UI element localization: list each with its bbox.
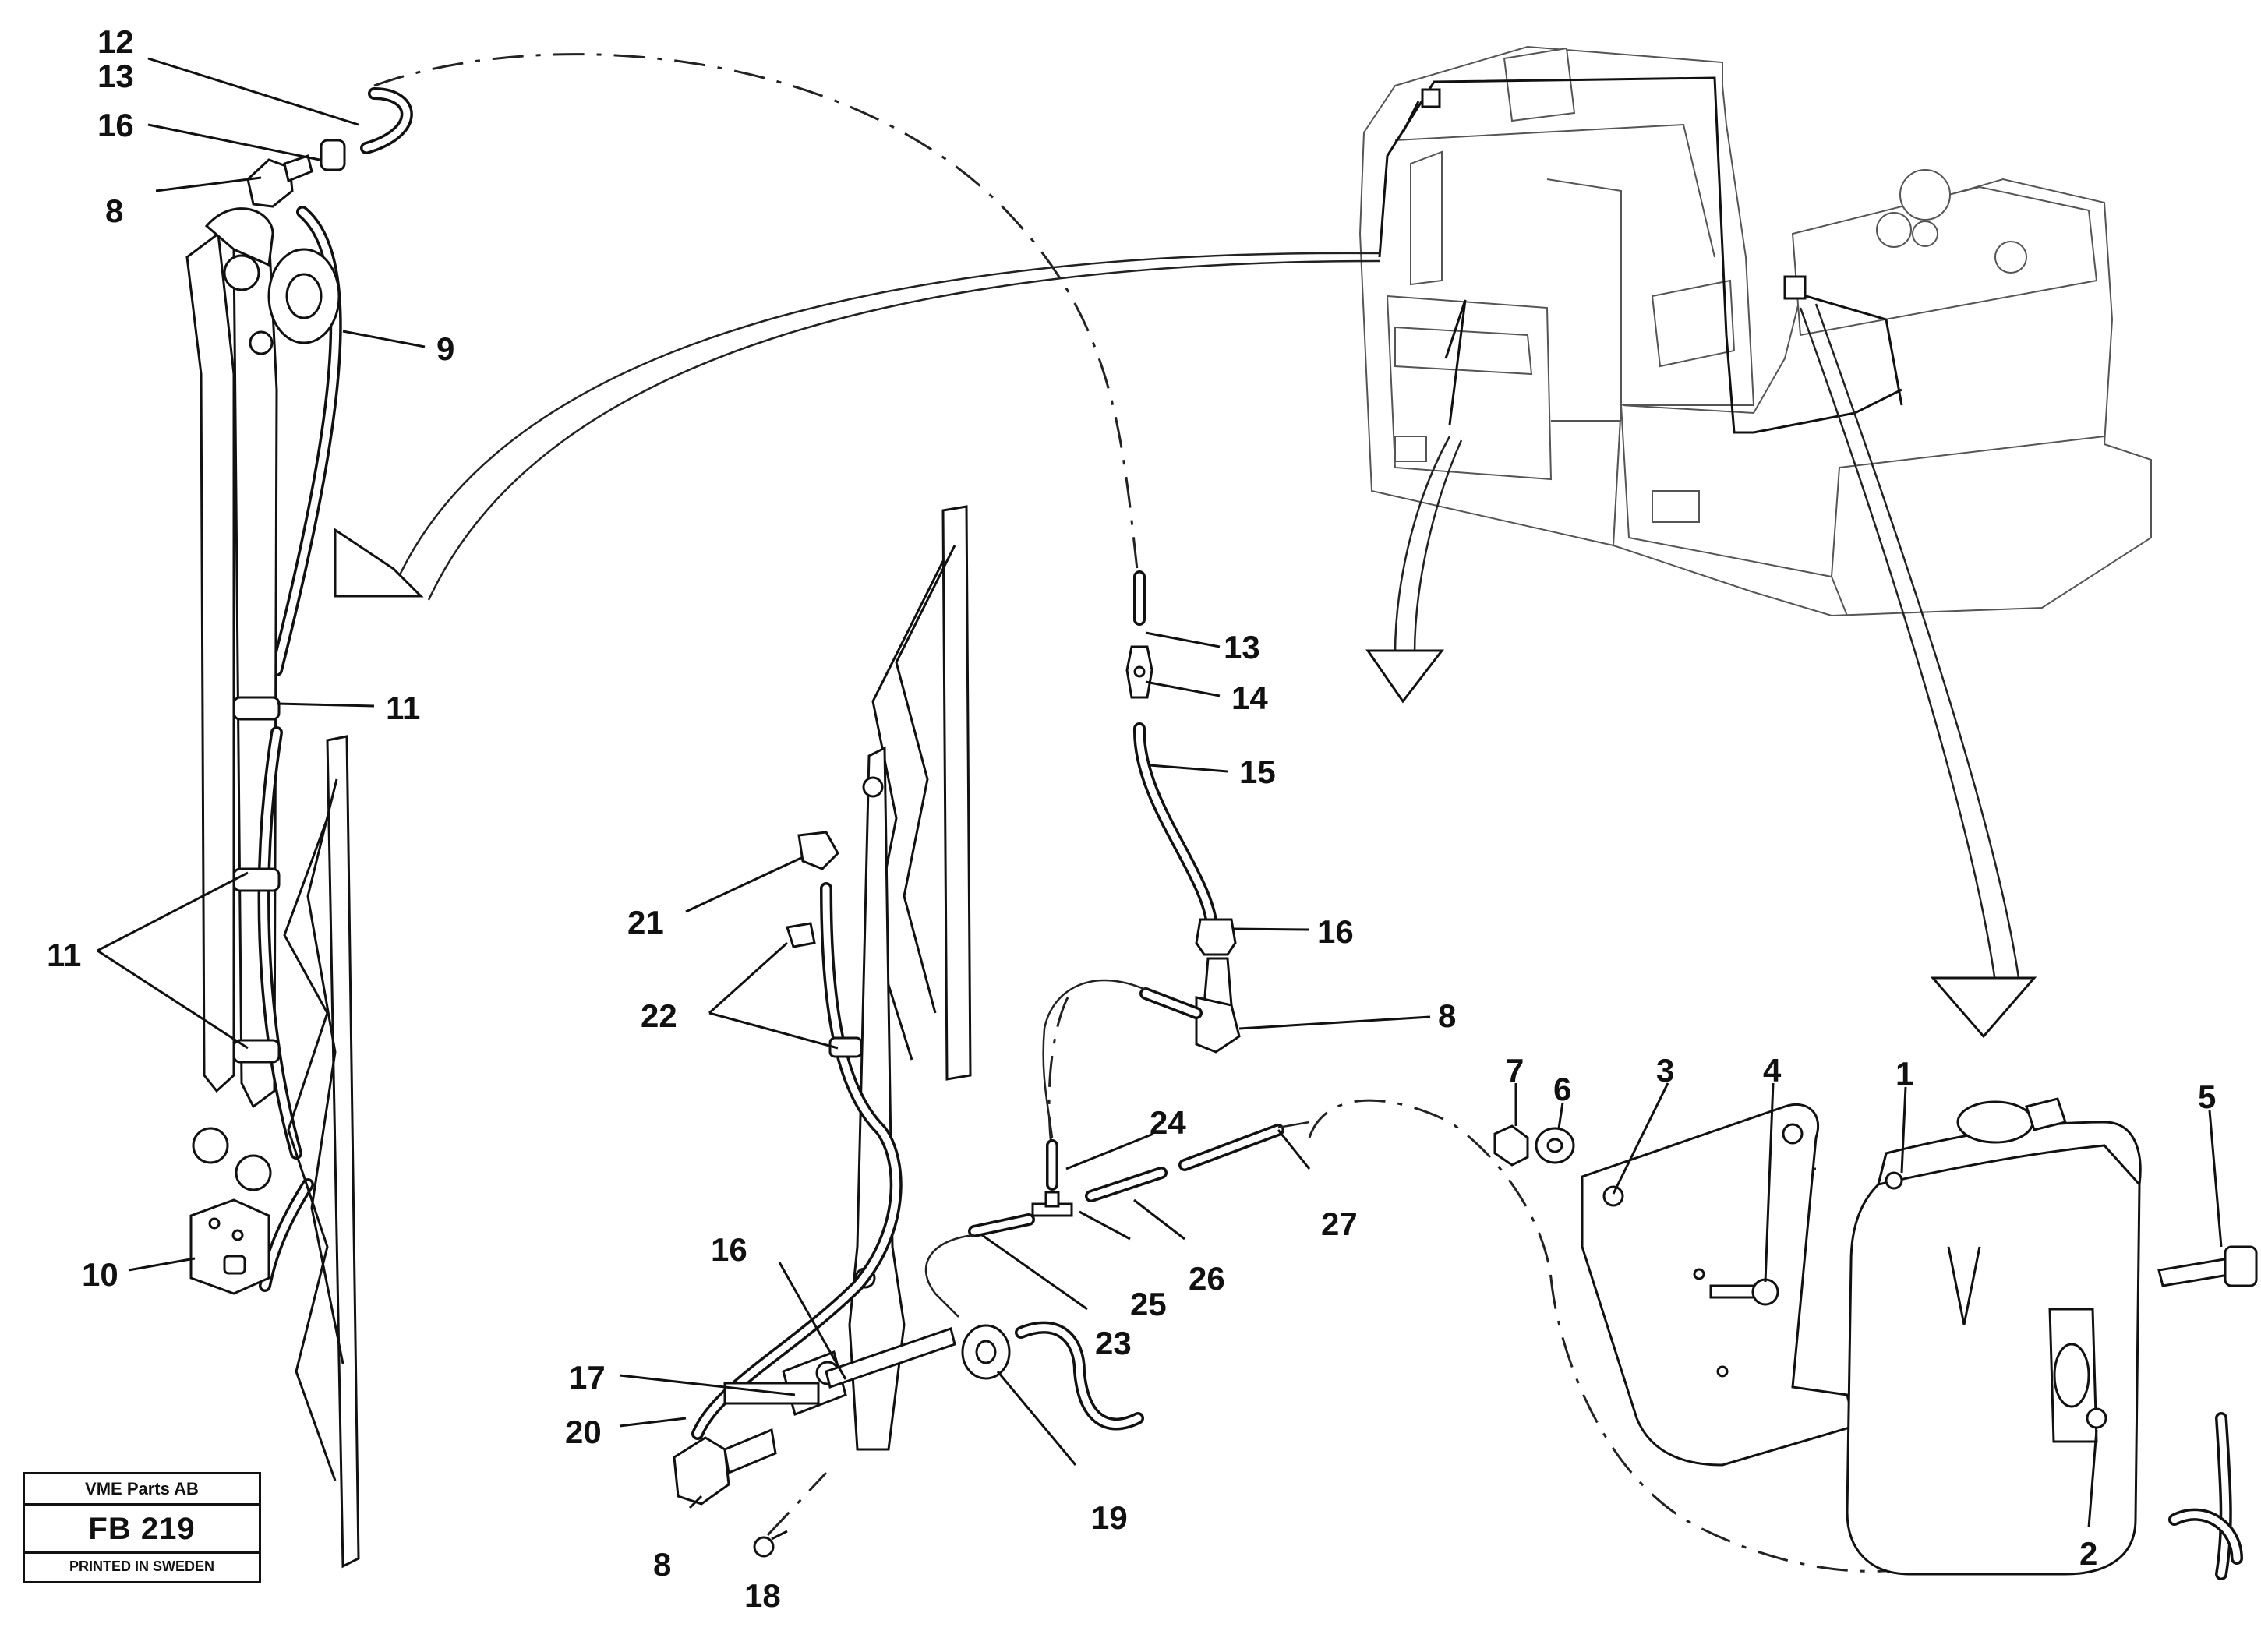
- callout-14: 14: [1231, 680, 1268, 716]
- callout-12: 12: [97, 23, 134, 60]
- callout-16: 16: [97, 107, 134, 143]
- callout-leader-lines: [97, 57, 2223, 1528]
- callout-8: 8: [105, 192, 123, 229]
- callout-18: 18: [744, 1577, 781, 1614]
- callout-15: 15: [1239, 754, 1276, 790]
- callout-7: 7: [1506, 1052, 1524, 1089]
- callout-19: 19: [1091, 1499, 1128, 1536]
- callout-8: 8: [1438, 997, 1456, 1034]
- callout-20: 20: [565, 1414, 602, 1450]
- callout-16: 16: [1317, 913, 1354, 950]
- callout-4: 4: [1763, 1052, 1782, 1089]
- callout-17: 17: [569, 1359, 606, 1396]
- callout-13: 13: [1224, 629, 1260, 665]
- callout-22: 22: [641, 997, 677, 1034]
- callout-1: 1: [1895, 1055, 1913, 1092]
- callout-labels: 12 13 16 8 9 11 11 10 13 14 15 16 8 21 2…: [47, 23, 2216, 1614]
- callout-2: 2: [2079, 1535, 2097, 1572]
- stamp-company: VME Parts AB: [25, 1474, 259, 1506]
- callout-21: 21: [627, 904, 664, 941]
- parts-stamp: VME Parts AB FB 219 PRINTED IN SWEDEN: [23, 1472, 261, 1583]
- callout-16: 16: [711, 1231, 747, 1268]
- center-hose-line: [924, 570, 1310, 1318]
- callout-27: 27: [1321, 1205, 1358, 1242]
- callout-3: 3: [1656, 1052, 1674, 1089]
- callout-11: 11: [386, 690, 420, 726]
- callout-26: 26: [1189, 1260, 1225, 1297]
- callout-23: 23: [1095, 1325, 1132, 1361]
- callout-11: 11: [47, 937, 81, 973]
- callout-25: 25: [1130, 1286, 1167, 1322]
- callout-24: 24: [1150, 1104, 1186, 1141]
- callout-5: 5: [2198, 1078, 2216, 1115]
- center-wiper-assembly: [673, 505, 1144, 1558]
- stamp-code: FB 219: [25, 1506, 259, 1554]
- callout-6: 6: [1553, 1071, 1571, 1107]
- callout-9: 9: [436, 330, 454, 367]
- callout-8: 8: [653, 1546, 671, 1583]
- left-wiper-assembly: [185, 87, 413, 1569]
- washer-tank-assembly: [1493, 1097, 2258, 1580]
- stamp-printed: PRINTED IN SWEDEN: [69, 1558, 214, 1574]
- excavator-cab-illustration: [1358, 45, 2152, 617]
- callout-13: 13: [97, 58, 134, 94]
- callout-10: 10: [82, 1256, 118, 1293]
